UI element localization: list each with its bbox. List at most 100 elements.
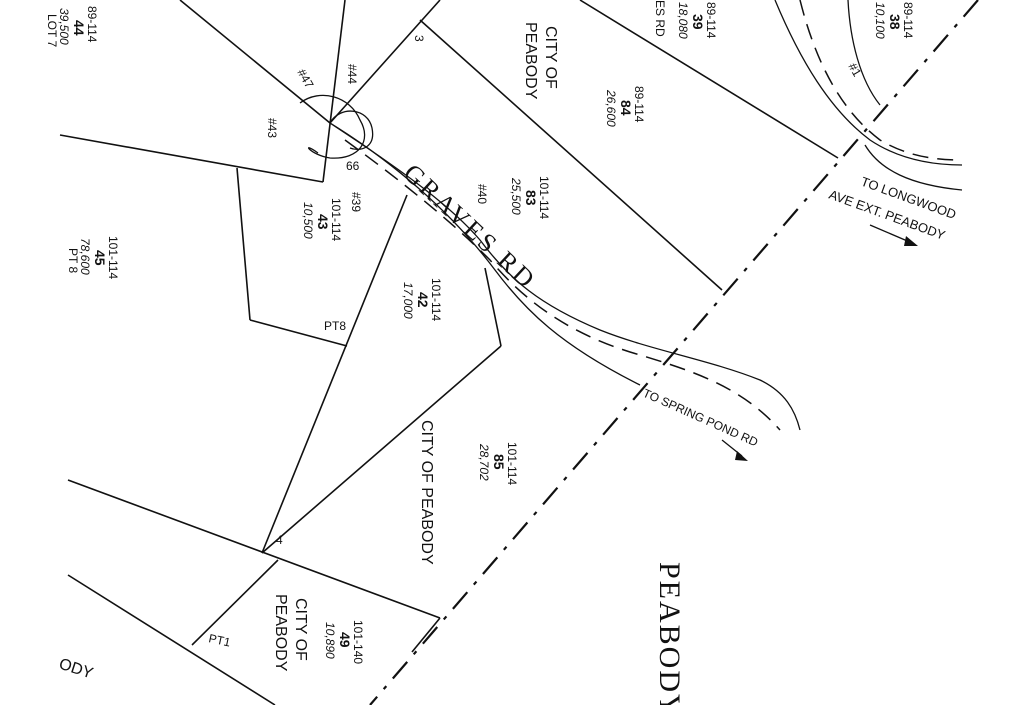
parcel-39-area: 18,080	[676, 2, 690, 39]
graves-rd-south-edge	[329, 122, 641, 386]
parcel-43-number: 43	[315, 214, 331, 230]
city-boundary-line	[369, 0, 979, 705]
owner-city-north-line1: CITY OF	[542, 26, 559, 89]
parcel-39: 89-114 39 18,080	[676, 2, 718, 39]
longwood-edge-2	[847, 0, 881, 106]
lot-line	[579, 0, 839, 159]
arrow-longwood-shaft	[869, 224, 913, 244]
parcel-42-maplot: 101-114	[429, 278, 443, 321]
parcel-38-maplot: 89-114	[901, 2, 915, 39]
owner-city-49: CITY OF PEABODY	[272, 594, 309, 672]
owner-city-85: CITY OF PEABODY	[418, 420, 435, 565]
house-39-label: #39	[349, 192, 363, 212]
lot-line	[59, 134, 324, 183]
parcel-49-number: 49	[337, 632, 353, 648]
house-44-label: #44	[345, 64, 359, 84]
lot-line	[179, 0, 331, 124]
house-47: #47	[294, 67, 316, 92]
lot-lines	[59, 0, 839, 705]
lot-line	[67, 479, 441, 619]
parcel-44-area: 39,500	[57, 8, 71, 45]
mark-4: 4	[276, 533, 283, 547]
parcel-84: 89-114 84 26,600	[604, 86, 646, 127]
parcel-38: 89-114 38 10,100	[873, 2, 915, 39]
lot-line	[329, 0, 441, 124]
arrow-longwood-head	[904, 236, 918, 246]
parcel-84-number: 84	[618, 100, 634, 116]
lot-line	[419, 19, 723, 291]
town-peabody: PEABODY	[653, 562, 686, 705]
owner-city-49-line2: PEABODY	[272, 594, 289, 672]
parcel-83-maplot: 101-114	[537, 176, 551, 219]
house-40: #40	[475, 184, 489, 204]
lot-line	[261, 345, 502, 554]
cul-de-sac-arc	[299, 94, 366, 159]
lot-line	[191, 559, 279, 646]
house-1-label: #1	[845, 61, 864, 80]
lot-line	[322, 0, 346, 183]
parcel-85: 101-114 85 28,702	[477, 442, 519, 485]
mark-pt1-label: PT1	[207, 631, 232, 649]
mark-pt1: PT1	[207, 631, 232, 649]
parcel-44: 89-114 44 39,500 LOT 7	[45, 6, 99, 47]
owner-city-north: CITY OF PEABODY	[522, 22, 559, 100]
parcel-44-note: LOT 7	[45, 14, 59, 47]
house-39: #39	[349, 192, 363, 212]
mark-pt8: PT8	[324, 319, 346, 333]
parcel-39-maplot: 89-114	[704, 2, 718, 39]
owner-city-49-line1: CITY OF	[292, 598, 309, 661]
mark-3: 3	[412, 35, 426, 42]
parcel-49: 101-140 49 10,890	[323, 620, 365, 664]
parcel-85-maplot: 101-114	[505, 442, 519, 485]
lot-line	[484, 267, 502, 347]
parcel-44-number: 44	[71, 20, 87, 36]
cul-de-sac-bulb	[329, 110, 374, 151]
town-partial-label: ODY	[57, 656, 96, 683]
direction-arrows	[721, 224, 918, 461]
parcel-45: 101-114 45 78,600 PT 8	[66, 236, 120, 279]
parcel-83: 101-114 83 25,500	[509, 176, 551, 219]
longwood-centerline	[799, 0, 963, 161]
arrow-spring-head	[735, 451, 748, 461]
house-1: #1	[845, 61, 864, 80]
parcel-83-area: 25,500	[509, 177, 523, 215]
owner-city-north-line2: PEABODY	[522, 22, 539, 100]
parcel-44-maplot: 89-114	[85, 6, 99, 43]
lot-line	[236, 167, 251, 321]
house-43-label: #43	[265, 118, 279, 138]
parcel-43: 101-114 43 10,500	[301, 198, 343, 241]
parcel-45-note: PT 8	[66, 248, 80, 273]
town-partial: ODY	[57, 656, 96, 683]
owner-city-85-text: CITY OF PEABODY	[418, 420, 435, 565]
lot-line	[67, 574, 276, 705]
parcel-42-area: 17,000	[401, 282, 415, 319]
parcel-43-area: 10,500	[301, 202, 315, 239]
lot-line	[411, 617, 441, 653]
longwood-edge-1	[774, 0, 963, 166]
mark-66: 66	[346, 159, 360, 173]
parcel-45-area: 78,600	[78, 238, 92, 275]
parcel-83-number: 83	[523, 190, 539, 206]
graves-rd-north-edge	[329, 122, 801, 431]
parcel-84-maplot: 89-114	[632, 86, 646, 123]
house-40-label: #40	[475, 184, 489, 204]
parcel-42: 101-114 42 17,000	[401, 278, 443, 321]
house-44: #44	[345, 64, 359, 84]
house-47-label: #47	[294, 67, 316, 92]
parcel-38-area: 10,100	[873, 2, 887, 39]
parcel-49-area: 10,890	[323, 622, 337, 659]
longwood-ave	[774, 0, 963, 191]
parcel-42-number: 42	[415, 292, 431, 308]
parcel-84-area: 26,600	[604, 89, 618, 127]
mark-3-label: 3	[412, 35, 426, 42]
parcel-45-number: 45	[92, 250, 108, 266]
parcel-39-number: 39	[690, 14, 706, 30]
parcel-85-area: 28,702	[477, 443, 491, 481]
street-partial-label: ES RD	[653, 0, 667, 37]
dir-spring-pond-label: TO SPRING POND RD	[641, 386, 761, 450]
lot-line	[249, 319, 348, 347]
lot-line	[261, 194, 408, 554]
town-peabody-label: PEABODY	[653, 562, 686, 705]
longwood-edge-3	[864, 144, 963, 191]
